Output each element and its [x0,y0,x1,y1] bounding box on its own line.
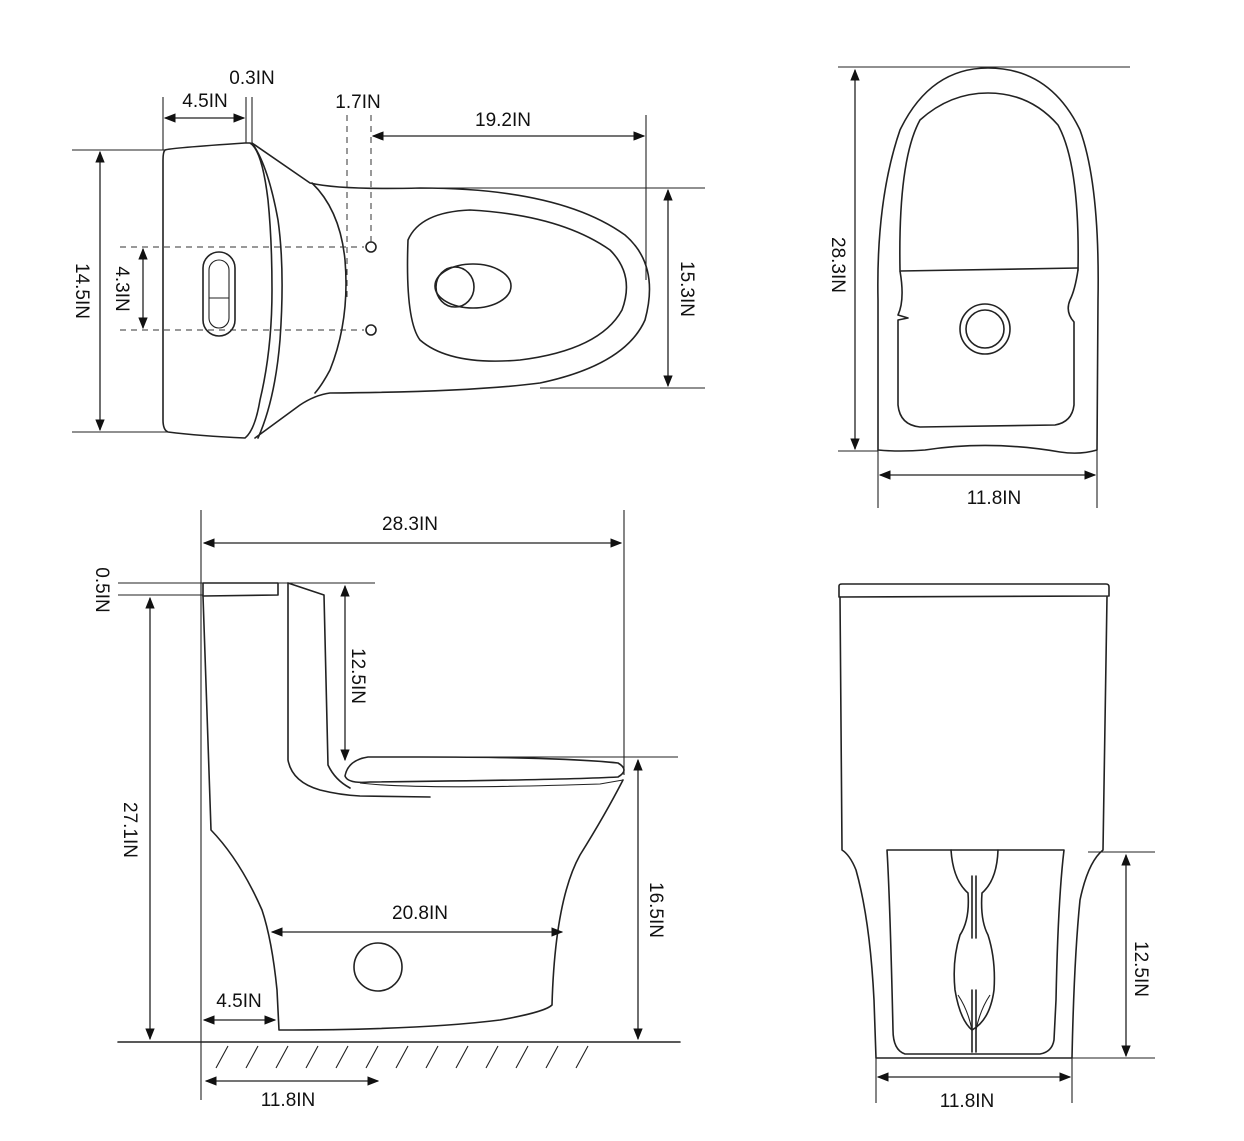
top-view: 4.5IN 0.3IN 1.7IN 19.2IN 14.5IN 4.3IN 15… [71,68,705,439]
button-spacing-label: 4.3IN [111,266,132,311]
lid-thickness-label: 0.5IN [91,567,112,612]
overall-height-label: 27.1IN [119,802,140,858]
base-length-label: 20.8IN [392,903,448,924]
rear-view: 28.3IN 11.8IN [827,66,1130,509]
tank-height-label: 12.5IN [347,648,368,704]
bowl-length-label: 19.2IN [475,110,531,131]
rough-in-label: 4.5IN [216,991,261,1012]
bowl-width-label: 15.3IN [676,261,697,317]
floor-depth-label: 11.8IN [261,1090,316,1111]
side-length-label: 28.3IN [382,514,438,535]
tank-depth-label: 4.5IN [182,91,227,112]
front-base-width-label: 11.8IN [940,1091,995,1112]
rear-height-label: 28.3IN [827,237,848,293]
hole-offset-label: 1.7IN [335,92,380,113]
front-view: 12.5IN 11.8IN [838,583,1155,1112]
seat-height-label: 16.5IN [645,882,666,938]
side-view: 28.3IN 0.5IN 12.5IN 27.1IN 16.5IN 20.8IN… [91,510,681,1111]
rear-width-label: 11.8IN [967,488,1022,509]
front-trap-height-label: 12.5IN [1130,941,1151,997]
overall-width-label: 14.5IN [71,263,92,319]
lid-gap-label: 0.3IN [229,68,274,89]
